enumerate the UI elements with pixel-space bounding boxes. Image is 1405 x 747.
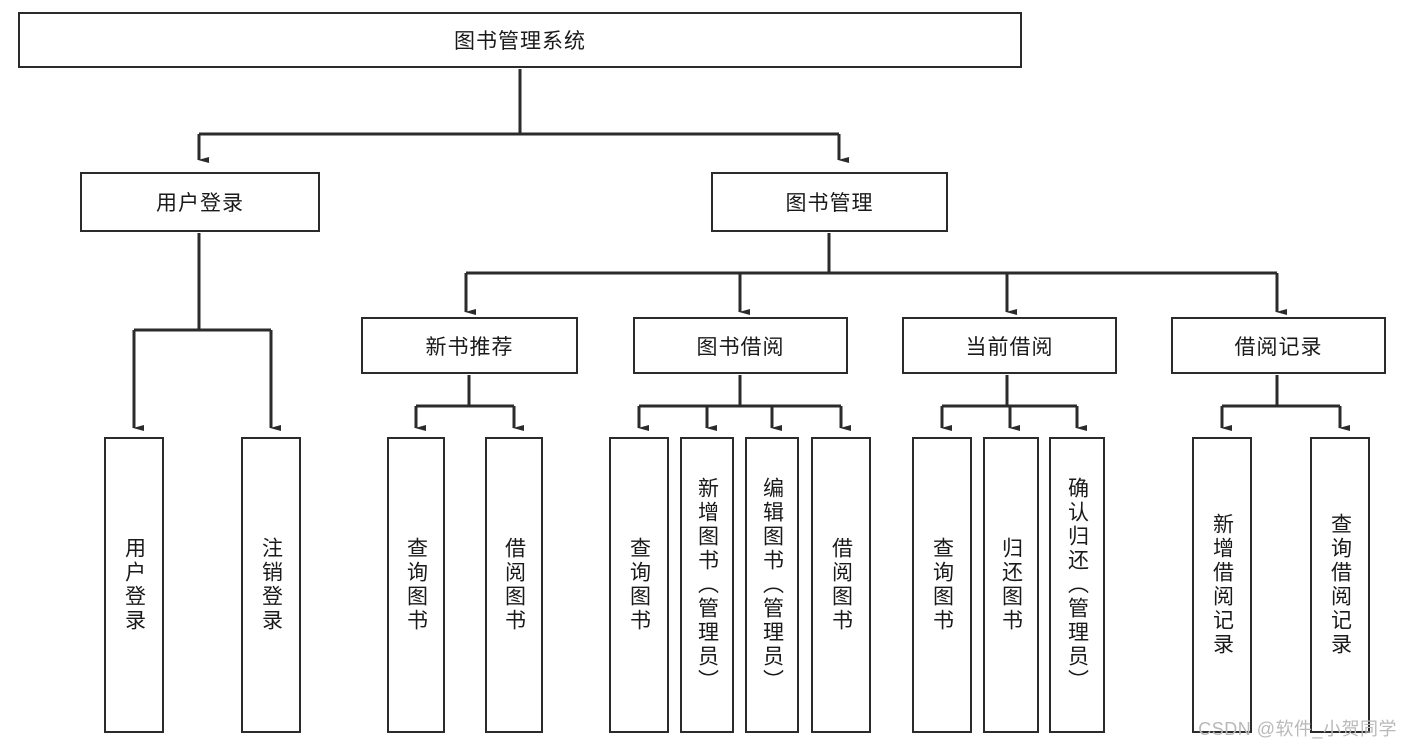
node-new-book-recommend-label: 新书推荐 bbox=[425, 335, 514, 359]
node-current-borrow-label: 当前借阅 bbox=[965, 335, 1054, 359]
leaf-add-book[interactable]: 新增图书（管理员） bbox=[680, 437, 734, 733]
leaf-borrow-book-2-label: 借阅图书 bbox=[829, 537, 853, 633]
node-new-book-recommend[interactable]: 新书推荐 bbox=[361, 317, 578, 374]
leaf-edit-book-label: 编辑图书（管理员） bbox=[760, 477, 784, 693]
leaf-borrow-book-1-label: 借阅图书 bbox=[502, 537, 526, 633]
node-book-management-label: 图书管理 bbox=[785, 192, 874, 215]
node-book-borrow-label: 图书借阅 bbox=[696, 335, 785, 359]
node-user-login[interactable]: 用户登录 bbox=[80, 172, 320, 232]
leaf-confirm-return[interactable]: 确认归还（管理员） bbox=[1049, 437, 1105, 733]
node-user-login-label: 用户登录 bbox=[156, 192, 244, 215]
leaf-user-login-label: 用户登录 bbox=[122, 537, 146, 633]
node-root[interactable]: 图书管理系统 bbox=[18, 12, 1022, 68]
node-borrow-record-label: 借阅记录 bbox=[1234, 335, 1323, 359]
leaf-user-login[interactable]: 用户登录 bbox=[104, 437, 164, 733]
leaf-query-record[interactable]: 查询借阅记录 bbox=[1310, 437, 1370, 733]
leaf-user-logout-label: 注销登录 bbox=[259, 537, 283, 633]
node-root-label: 图书管理系统 bbox=[454, 30, 586, 53]
leaf-confirm-return-label: 确认归还（管理员） bbox=[1065, 477, 1089, 693]
leaf-query-book-3[interactable]: 查询图书 bbox=[912, 437, 972, 733]
node-book-management[interactable]: 图书管理 bbox=[711, 172, 948, 232]
leaf-query-record-label: 查询借阅记录 bbox=[1328, 513, 1352, 657]
leaf-borrow-book-1[interactable]: 借阅图书 bbox=[485, 437, 543, 733]
leaf-edit-book[interactable]: 编辑图书（管理员） bbox=[745, 437, 799, 733]
leaf-query-book-1-label: 查询图书 bbox=[404, 537, 428, 633]
csdn-watermark: CSDN @软件_小贺同学 bbox=[1198, 719, 1397, 739]
leaf-add-record[interactable]: 新增借阅记录 bbox=[1192, 437, 1252, 733]
leaf-return-book[interactable]: 归还图书 bbox=[983, 437, 1039, 733]
leaf-return-book-label: 归还图书 bbox=[999, 537, 1023, 633]
leaf-query-book-2[interactable]: 查询图书 bbox=[609, 437, 669, 733]
leaf-query-book-1[interactable]: 查询图书 bbox=[387, 437, 445, 733]
leaf-user-logout[interactable]: 注销登录 bbox=[241, 437, 301, 733]
leaf-query-book-3-label: 查询图书 bbox=[930, 537, 954, 633]
leaf-add-book-label: 新增图书（管理员） bbox=[695, 477, 719, 693]
leaf-borrow-book-2[interactable]: 借阅图书 bbox=[811, 437, 871, 733]
leaf-add-record-label: 新增借阅记录 bbox=[1210, 513, 1234, 657]
leaf-query-book-2-label: 查询图书 bbox=[627, 537, 651, 633]
node-book-borrow[interactable]: 图书借阅 bbox=[633, 317, 848, 374]
node-borrow-record[interactable]: 借阅记录 bbox=[1171, 317, 1386, 374]
node-current-borrow[interactable]: 当前借阅 bbox=[902, 317, 1117, 374]
